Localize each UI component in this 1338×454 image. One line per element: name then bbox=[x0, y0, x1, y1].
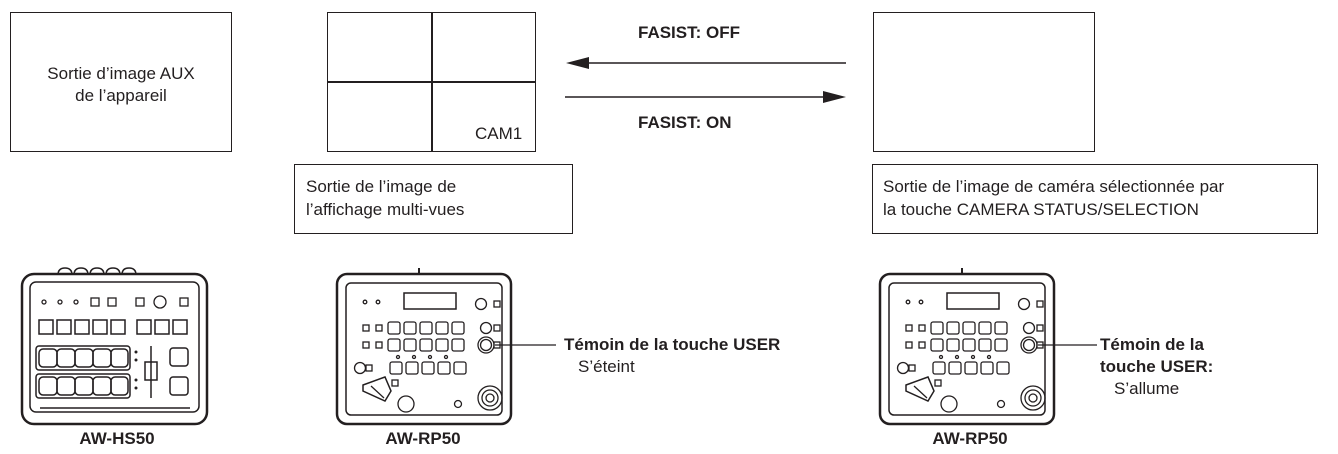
multiview-caption-box: Sortie de l’image de l’affichage multi-v… bbox=[294, 164, 573, 234]
user-indicator-on-state: S’allume bbox=[1114, 379, 1180, 398]
multiview-caption-line2: l’affichage multi-vues bbox=[306, 200, 465, 219]
fasist-off-label: FASIST: OFF bbox=[638, 23, 740, 42]
aw-hs50-device bbox=[20, 267, 209, 426]
user-indicator-off-title: Témoin de la touche USER bbox=[564, 335, 781, 354]
multiview-caption-line1: Sortie de l’image de bbox=[306, 177, 457, 196]
camera-caption-box: Sortie de l’image de caméra sélectionnée… bbox=[872, 164, 1318, 234]
camera-caption-line2: la touche CAMERA STATUS/SELECTION bbox=[883, 200, 1199, 219]
fasist-on-label: FASIST: ON bbox=[638, 113, 732, 132]
aux-output-box: Sortie d’image AUX de l’appareil bbox=[10, 12, 232, 152]
user-indicator-on-title-line1: Témoin de la bbox=[1100, 335, 1204, 354]
camera-output-screen bbox=[873, 12, 1095, 152]
aw-rp50-label-1: AW-RP50 bbox=[385, 429, 461, 448]
aw-rp50-device-1 bbox=[335, 268, 556, 426]
multiview-horizontal-divider bbox=[328, 81, 535, 83]
aw-hs50-label: AW-HS50 bbox=[79, 429, 155, 448]
user-indicator-off-state: S’éteint bbox=[578, 357, 635, 376]
hs50-top-knobs bbox=[57, 267, 137, 276]
multiview-cam1-label: CAM1 bbox=[475, 124, 523, 143]
aux-output-line2: de l’appareil bbox=[75, 86, 167, 105]
aw-rp50-label-2: AW-RP50 bbox=[932, 429, 1008, 448]
aux-output-line1: Sortie d’image AUX bbox=[47, 64, 195, 83]
camera-caption-line1: Sortie de l’image de caméra sélectionnée… bbox=[883, 177, 1225, 196]
fasist-on-arrow bbox=[565, 91, 846, 103]
aw-rp50-device-2 bbox=[878, 268, 1097, 426]
user-indicator-on-title-line2: touche USER: bbox=[1100, 357, 1214, 376]
fasist-off-arrow bbox=[566, 57, 846, 69]
multiview-screen: CAM1 bbox=[327, 12, 536, 152]
